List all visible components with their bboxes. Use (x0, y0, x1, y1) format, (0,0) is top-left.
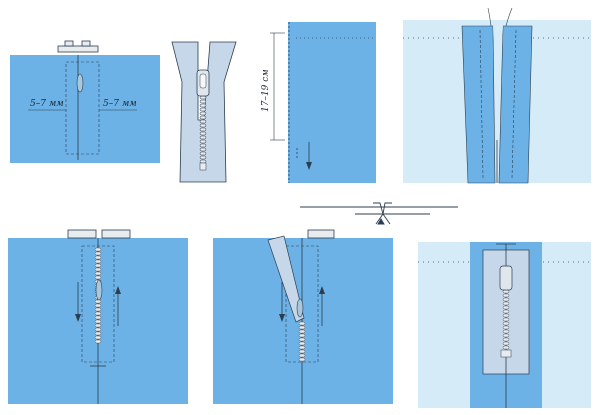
zipper-tooth (94, 255, 102, 260)
step-5-panel (8, 229, 188, 404)
zipper-tooth (502, 321, 510, 326)
zipper-tooth (502, 325, 510, 330)
seam-allowance-right-label: 5–7 мм (103, 99, 137, 109)
zipper-tooth (94, 323, 102, 328)
zipper-tooth (298, 349, 306, 354)
zipper-tooth (298, 345, 306, 350)
zipper-tooth (94, 259, 102, 264)
zipper-tooth (94, 335, 102, 340)
presser-foot-icon (57, 40, 99, 53)
zipper-tooth (94, 331, 102, 336)
zipper-tooth (94, 263, 102, 268)
zipper-tooth (502, 337, 510, 342)
step-3-panel: 17–19 см (261, 22, 376, 183)
zipper-tooth (94, 299, 102, 304)
zipper-tooth (94, 251, 102, 256)
zipper-tooth (199, 103, 207, 108)
zipper-tooth (199, 119, 207, 124)
zipper-tooth (502, 329, 510, 334)
zipper-tooth (199, 151, 207, 156)
zipper-tooth (199, 131, 207, 136)
zipper-tooth (298, 325, 306, 330)
presser-foot-icon (300, 202, 458, 225)
zipper-tooth (502, 301, 510, 306)
zipper-tooth (94, 271, 102, 276)
stitch-arrow-icon (279, 282, 325, 326)
zipper-icon (171, 41, 237, 183)
zipper-tooth (502, 309, 510, 314)
zipper-tooth (94, 319, 102, 324)
zipper-tooth (502, 345, 510, 350)
zipper-tooth (199, 95, 207, 100)
step-4-panel (403, 7, 591, 184)
zipper-tooth (199, 111, 207, 116)
step-6-panel (213, 229, 393, 404)
zipper-tooth (298, 341, 306, 346)
zipper-tooth (502, 341, 510, 346)
zipper-tooth (298, 321, 306, 326)
zipper-tooth (94, 307, 102, 312)
stitch-arrow-icon (75, 282, 121, 367)
zipper-tooth (94, 311, 102, 316)
zipper-tooth (298, 357, 306, 362)
zipper-tooth (199, 139, 207, 144)
step-7-panel (418, 242, 591, 408)
zipper-tooth (502, 289, 510, 294)
zipper-tooth (199, 147, 207, 152)
seam-allowance-left-label: 5–7 мм (30, 99, 64, 109)
zipper-tooth (199, 155, 207, 160)
zipper-tooth (199, 123, 207, 128)
zipper-tooth (94, 315, 102, 320)
stitch-arrow-icon (306, 142, 312, 170)
zipper-tooth (502, 305, 510, 310)
zipper-tooth (199, 135, 207, 140)
zipper-tooth (199, 159, 207, 164)
zipper-tooth (94, 339, 102, 344)
zipper-tooth (502, 313, 510, 318)
zipper-tooth (94, 275, 102, 280)
zipper-tooth (502, 297, 510, 302)
opening-length-label: 17–19 см (261, 69, 271, 112)
zipper-tooth (298, 329, 306, 334)
zipper-tooth (199, 127, 207, 132)
zipper-tooth (94, 303, 102, 308)
zipper-tooth (298, 353, 306, 358)
zipper-tooth (199, 107, 207, 112)
zipper-tooth (199, 99, 207, 104)
zipper-tooth (199, 143, 207, 148)
zipper-tooth (94, 247, 102, 252)
zipper-tooth (298, 337, 306, 342)
presser-foot-icon (67, 229, 131, 239)
presser-foot-icon (307, 229, 335, 239)
step-1-panel: 5–7 мм 5–7 мм (10, 40, 160, 163)
zipper-tooth (94, 327, 102, 332)
zipper-tooth (298, 333, 306, 338)
zipper-tooth (199, 115, 207, 120)
zipper-tooth (94, 267, 102, 272)
zipper-tooth (502, 293, 510, 298)
zipper-tooth (502, 317, 510, 322)
zipper-tooth (502, 333, 510, 338)
